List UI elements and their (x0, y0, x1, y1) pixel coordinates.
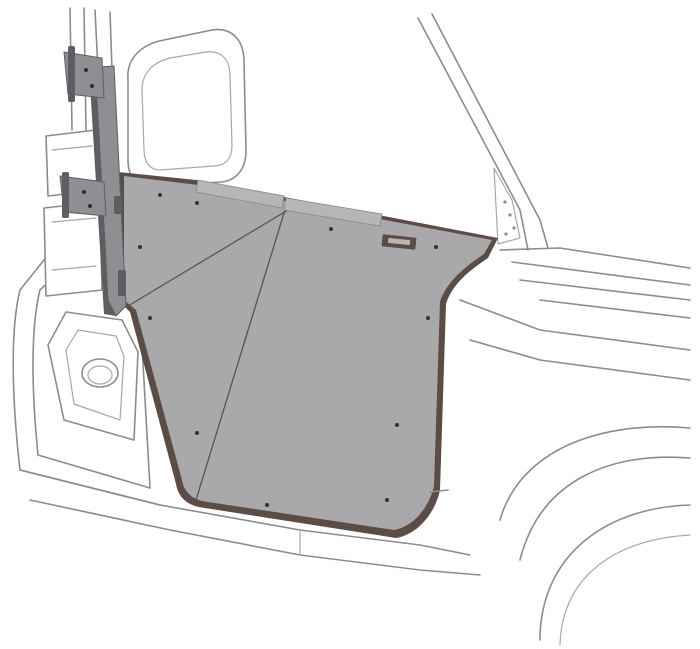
seat-back-inner (141, 51, 233, 171)
door-assembly (118, 172, 498, 538)
bolt-icon (265, 503, 269, 507)
bolt-icon (395, 423, 399, 427)
hinge-icon (59, 172, 107, 218)
hinge-icon (63, 46, 105, 102)
dash-side-lower (43, 201, 103, 297)
latch-handle-icon (381, 234, 417, 250)
top-trim-strip (283, 197, 383, 227)
cage-rear-bar (417, 13, 549, 251)
panel-seam-diagonal (127, 209, 289, 307)
hinge-assembly (59, 46, 127, 317)
rear-tire-inner (539, 504, 691, 641)
rear-wheel-arch-outer (499, 425, 691, 521)
bolt-icon (512, 226, 516, 230)
gusset-bolts (503, 200, 516, 236)
rear-side-panel (459, 299, 691, 381)
top-trim-strip (195, 179, 285, 209)
bolt-icon (195, 431, 199, 435)
bolt-icon (195, 201, 199, 205)
bolt-icon (138, 245, 142, 249)
bolt-icon (158, 193, 162, 197)
hinge-tab (118, 270, 126, 296)
panel-seam-vertical (195, 199, 289, 501)
door-strap (429, 489, 449, 493)
front-body-side (12, 289, 161, 506)
bolt-icon (434, 245, 438, 249)
side-vent-housing (47, 311, 139, 441)
cage-rear-gusset (493, 167, 521, 245)
vent-port-inner (87, 365, 113, 385)
rear-wheel-arch-mid (519, 456, 691, 561)
bolt-icon (148, 316, 152, 320)
bolt-icon (503, 200, 507, 204)
dash-side-detail (51, 145, 97, 271)
bolt-icon (504, 232, 508, 236)
rear-tire-inner2 (559, 534, 691, 646)
bolt-icon (426, 316, 430, 320)
side-vent-inner (65, 329, 125, 421)
hinge-tab (114, 196, 122, 214)
bolt-icon (329, 227, 333, 231)
bolt-icon (508, 213, 512, 217)
seat-back (127, 28, 247, 187)
rear-bed-side (499, 247, 691, 319)
door-panel (124, 176, 492, 530)
door-bolts (138, 193, 438, 507)
bolt-icon (385, 498, 389, 502)
vent-port (81, 358, 119, 388)
